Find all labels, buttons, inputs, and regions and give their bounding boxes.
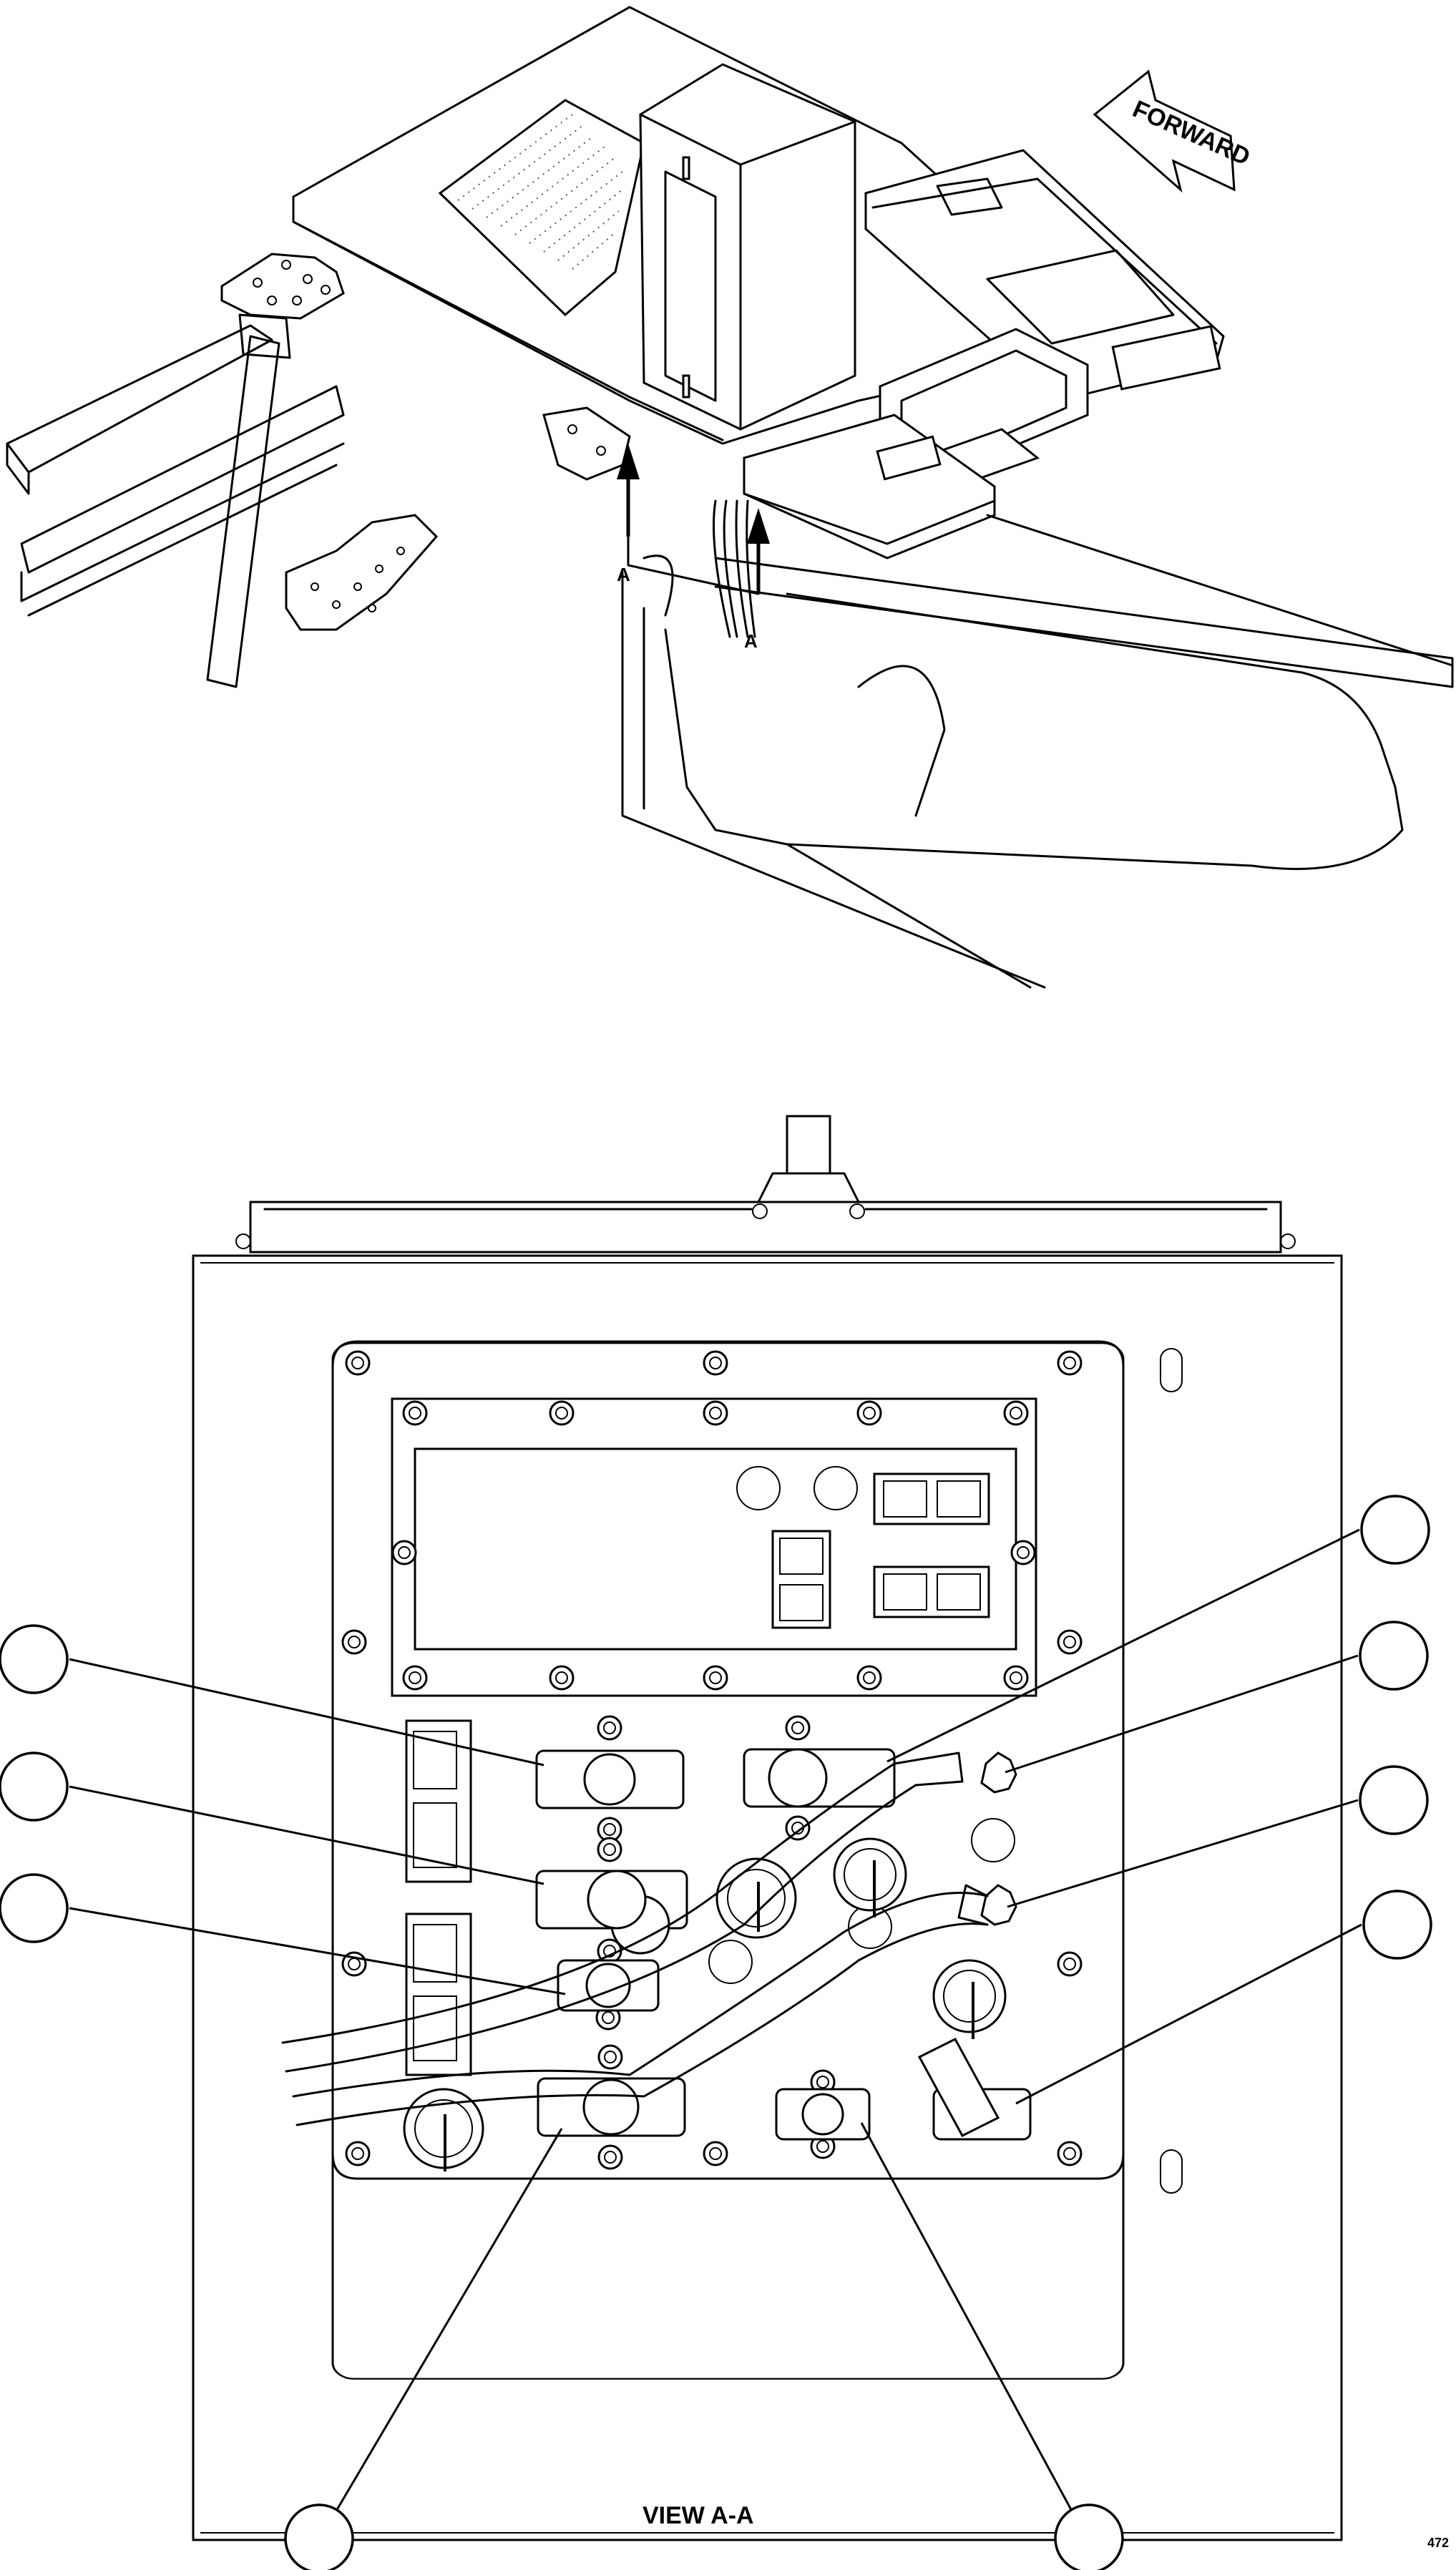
- multi-pin-connector: [405, 1719, 472, 1883]
- multi-pin-connector: [873, 1472, 990, 1525]
- callout-circle-7: [1362, 1890, 1432, 1960]
- round-connector: [715, 1857, 797, 1939]
- multi-pin-connector: [405, 1912, 472, 2076]
- figure-code: 472: [1427, 2536, 1449, 2550]
- section-marker-right: A: [744, 630, 758, 652]
- callout-circle-9: [1054, 2503, 1124, 2570]
- multi-pin-connector: [873, 1565, 990, 1618]
- forward-arrow: FORWARD: [1093, 69, 1254, 193]
- circular-connector: [743, 1748, 896, 1808]
- callout-circle-5: [1359, 1621, 1429, 1691]
- round-connector: [403, 2088, 484, 2171]
- callout-circle-1: [0, 1624, 69, 1694]
- cable-harness: [281, 1751, 989, 2126]
- perimeter-bolts: [341, 1350, 1083, 2170]
- view-label: VIEW A-A: [643, 2502, 754, 2529]
- callout-circle-6: [1359, 1765, 1429, 1835]
- isometric-assembly-view: A A FORWARD: [6, 6, 1454, 989]
- round-connector: [833, 1837, 907, 1917]
- callout-circle-4: [1360, 1495, 1430, 1565]
- circular-connector: [775, 2088, 871, 2141]
- callouts: [0, 1495, 1432, 2570]
- callout-circle-8: [284, 2503, 354, 2570]
- view-a-a: VIEW A-A 472: [192, 1115, 1449, 2550]
- circular-connector: [557, 1959, 660, 2012]
- round-connector: [932, 1959, 1007, 2039]
- circular-connector: [537, 2077, 686, 2137]
- angled-connector: [917, 2038, 1032, 2141]
- multi-pin-connector: [771, 1530, 831, 1629]
- perforation-pattern: [457, 114, 623, 270]
- callout-circle-2: [0, 1751, 69, 1822]
- star-connector: [980, 1751, 1017, 1926]
- section-marker-left: A: [617, 564, 630, 585]
- callout-circle-3: [0, 1873, 69, 1943]
- circular-connector: [535, 1870, 688, 1955]
- circular-connector: [535, 1749, 685, 1809]
